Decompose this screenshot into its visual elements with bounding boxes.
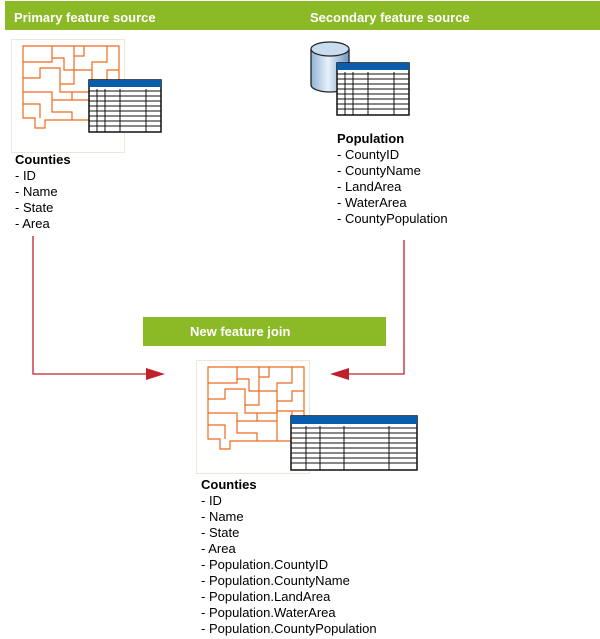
attribute-table-icon [336,62,410,116]
field-item: - CountyID [337,147,400,162]
field-item: - Name [15,184,58,199]
field-item: - LandArea [337,179,402,194]
secondary-layer-name: Population [337,131,405,146]
field-item: - CountyPopulation [337,211,448,226]
join-heading: New feature join [190,324,291,339]
primary-layer-name: Counties [15,152,71,167]
left-arrow [32,236,165,380]
right-arrow [330,240,405,380]
field-item: - Name [201,509,244,524]
field-item: - ID [201,493,222,508]
field-item: - Area [201,541,236,556]
joined-field-list: Counties - ID - Name - State - Area - Po… [201,477,377,637]
field-item: - WaterArea [337,195,407,210]
field-item: - Area [15,216,50,231]
primary-field-list: Counties - ID - Name - State - Area [15,152,71,232]
header-bar: Primary feature source Secondary feature… [5,1,600,30]
secondary-source-heading: Secondary feature source [310,10,470,25]
county-map-icon [207,366,305,450]
field-item: - State [15,200,54,215]
field-item: - ID [15,168,36,183]
field-item: - Population.CountyPopulation [201,621,377,636]
joined-attribute-table-icon [290,415,418,471]
field-item: - State [201,525,240,540]
attribute-table-icon [88,79,162,133]
field-item: - Population.CountyName [201,573,350,588]
joined-layer-name: Counties [201,477,257,492]
primary-source-heading: Primary feature source [14,10,156,25]
field-item: - CountyName [337,163,421,178]
new-feature-join-banner: New feature join [143,317,386,346]
field-item: - Population.WaterArea [201,605,336,620]
field-item: - Population.LandArea [201,589,331,604]
secondary-field-list: Population - CountyID - CountyName - Lan… [337,131,448,227]
field-item: - Population.CountyID [201,557,329,572]
